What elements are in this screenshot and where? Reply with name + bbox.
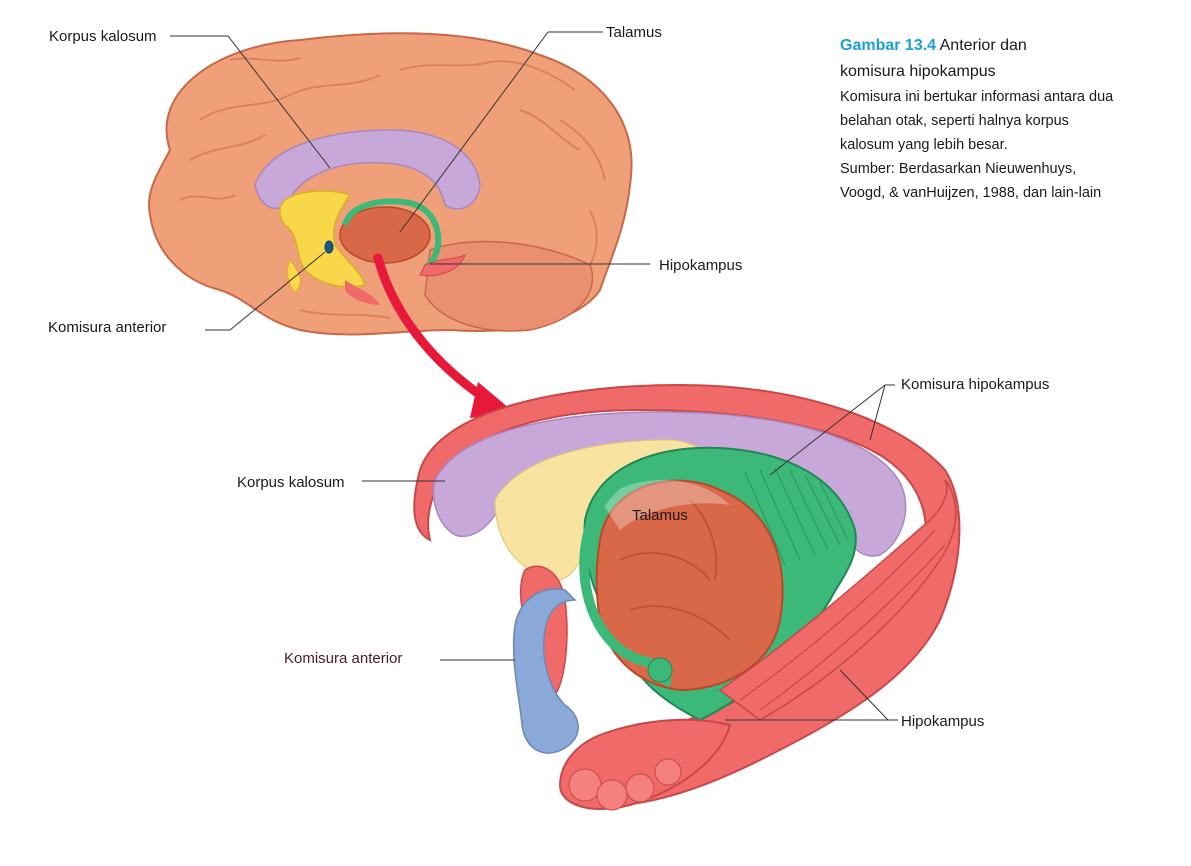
label-anterior-commissure-top: Komisura anterior [48, 319, 166, 336]
zoom-arrow [373, 253, 500, 410]
label-hippocampus-top: Hipokampus [659, 257, 742, 274]
commissure-fibers [744, 467, 849, 566]
hippocampus-strands [718, 479, 957, 721]
medial-brain-illustration [148, 31, 650, 336]
caption-title-line1: Anterior dan [939, 37, 1027, 54]
fornix-yellow [279, 190, 366, 288]
anterior-commissure-detail [512, 588, 579, 754]
label-hippocampal-commissure-detail: Komisura hipokampus [901, 376, 1049, 393]
caption-title-line2: komisura hipokampus [840, 63, 996, 80]
top-leader-lines [170, 31, 650, 331]
caption-body: Komisura ini bertukar informasi antara d… [840, 85, 1170, 205]
detail-leader-lines [362, 384, 898, 721]
label-corpus-callosum-detail: Korpus kalosum [237, 474, 345, 491]
caption-body-line: kalosum yang lebih besar. [840, 137, 1008, 153]
caption-figure-number: Gambar 13.4 [840, 37, 937, 54]
label-corpus-callosum-top: Korpus kalosum [49, 28, 157, 45]
caption-body-line: Komisura ini bertukar informasi antara d… [840, 89, 1114, 105]
caption-title: Gambar 13.4 Anterior dan [840, 33, 1170, 59]
label-thalamus-top: Talamus [606, 24, 662, 41]
caption-body-line: Voogd, & vanHuijzen, 1988, dan lain-lain [840, 185, 1102, 201]
label-hippocampus-detail: Hipokampus [901, 713, 984, 730]
commissure-detail-illustration [362, 383, 961, 811]
hippocampus-top [419, 254, 466, 277]
label-anterior-commissure-detail: Komisura anterior [284, 650, 402, 667]
caption-body-line: belahan otak, seperti halnya korpus [840, 113, 1069, 129]
anterior-commissure-top [324, 240, 334, 254]
caption-body-line: Sumber: Berdasarkan Nieuwenhuys, [840, 161, 1077, 177]
hippocampal-commissure-top [342, 198, 442, 271]
cerebellum [424, 240, 594, 332]
thalamus-top [339, 206, 431, 264]
figure-caption: Gambar 13.4 Anterior dan komisura hipoka… [840, 33, 1170, 205]
label-thalamus-detail: Talamus [632, 507, 688, 524]
